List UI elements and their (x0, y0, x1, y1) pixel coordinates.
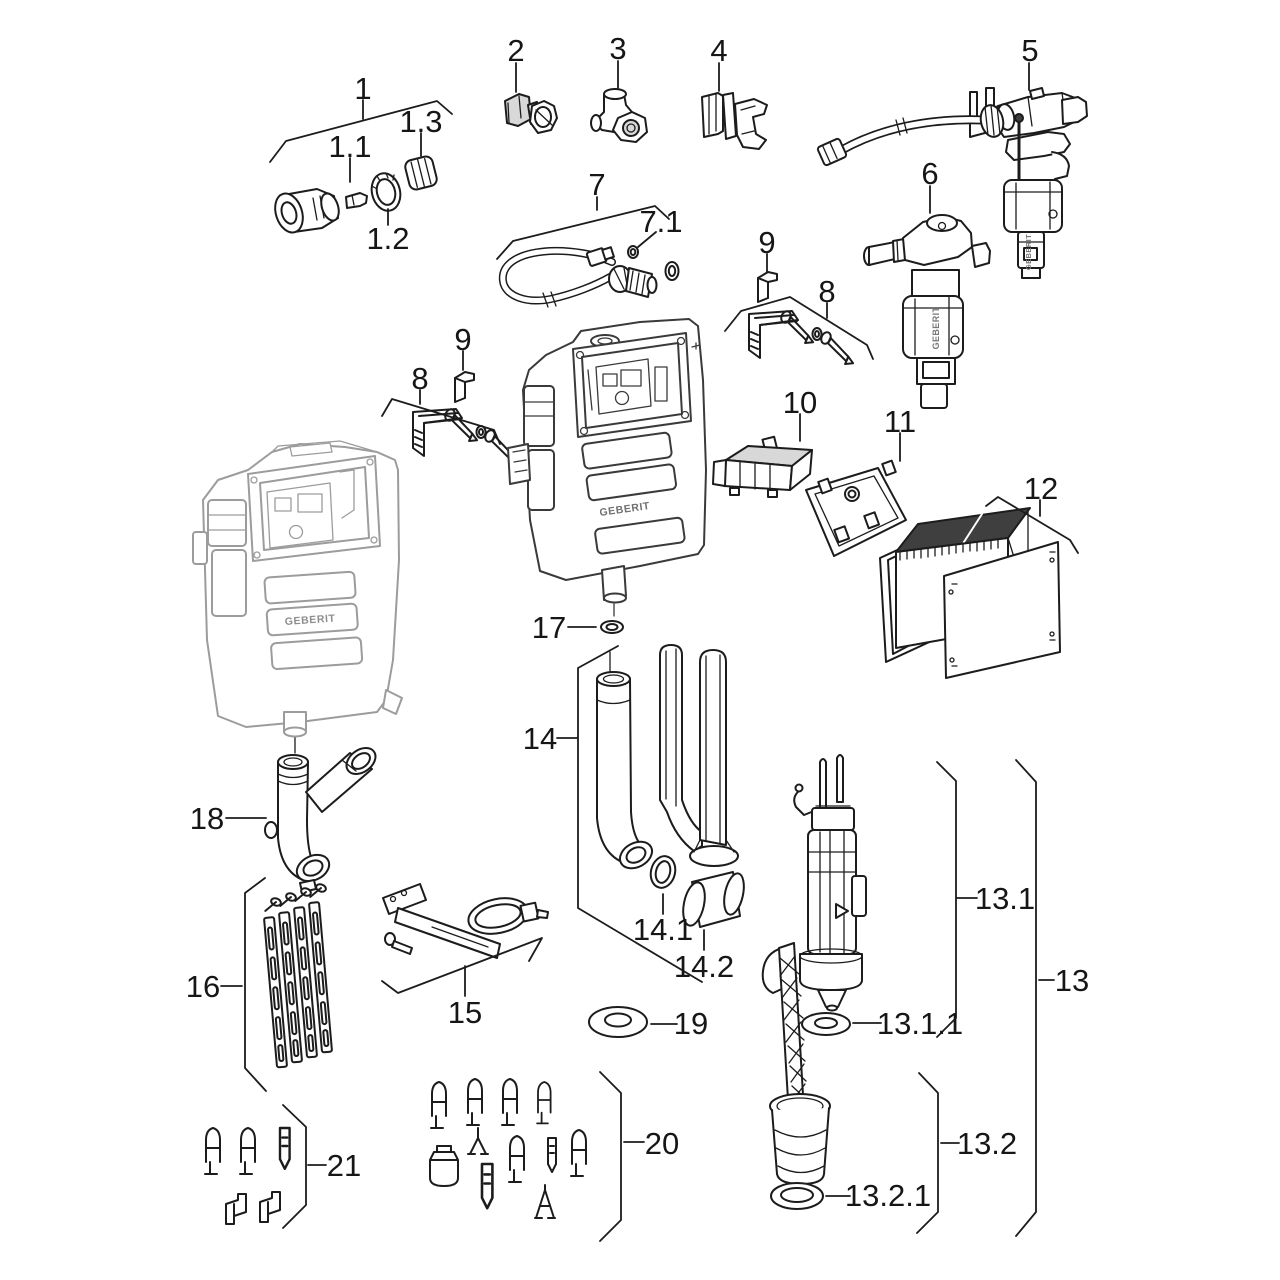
label-14: 14 (523, 721, 557, 756)
part-11-protection-plate (805, 459, 907, 557)
label-18: 18 (190, 801, 224, 836)
label-15: 15 (448, 995, 482, 1030)
part-20-adapter-set (429, 1078, 587, 1219)
callout-labels: 1 1.1 1.2 1.3 2 3 4 5 6 7 7.1 9 8 9 8 10… (186, 31, 1089, 1213)
part-19-seal-ring (588, 1006, 648, 1038)
label-13-2-1: 13.2.1 (845, 1178, 931, 1213)
part-8-fastening-set-right (749, 310, 860, 367)
bracket-20 (599, 1071, 622, 1242)
label-21: 21 (327, 1148, 361, 1183)
label-8b: 8 (411, 361, 428, 396)
bracket-16 (244, 877, 267, 1092)
bracket-1 (269, 100, 453, 163)
part-15-bracket-clamp-set (382, 883, 549, 959)
part-1-pushrod-set (274, 188, 340, 234)
part-10-lever-mechanism (712, 435, 813, 498)
label-7-1: 7.1 (639, 204, 682, 239)
label-4: 4 (710, 33, 727, 68)
part-9-clip-left (454, 371, 475, 403)
label-6: 6 (921, 156, 938, 191)
part-17-seal-ring (600, 620, 624, 634)
part-13-2-valve-basket (761, 942, 831, 1185)
part-9-clip-right (757, 271, 778, 303)
label-5: 5 (1021, 33, 1038, 68)
geberit-logo-left-tank: GEBERIT (284, 612, 336, 628)
label-1-2: 1.2 (366, 221, 409, 256)
part-1-2-ring (370, 172, 402, 212)
label-13-1-1: 13.1.1 (877, 1006, 963, 1041)
geberit-logo-valve-5: GEBERIT (1024, 234, 1033, 270)
cistern-tank-left (192, 440, 403, 738)
label-13-2: 13.2 (957, 1126, 1017, 1161)
bracket-13-2 (916, 1072, 939, 1234)
label-1-3: 1.3 (399, 104, 442, 139)
part-1-3-cap (404, 155, 438, 191)
leader-7-1 (637, 231, 657, 248)
label-2: 2 (507, 33, 524, 68)
part-14-flush-bend (596, 651, 654, 870)
label-9a: 9 (758, 225, 775, 260)
part-12-protection-box (879, 507, 1061, 679)
label-10: 10 (783, 385, 817, 420)
part-4-mounting-clip (701, 92, 768, 150)
part-13-2-1-seal (770, 1182, 824, 1210)
label-11: 11 (884, 404, 916, 439)
part-16-fastening-strips (263, 883, 334, 1069)
bracket-8a (724, 296, 874, 360)
bracket-8b (381, 398, 501, 445)
geberit-logo-valve-6: GEBERIT (931, 307, 941, 350)
part-6-fill-valve (863, 214, 991, 409)
cistern-tank-middle (507, 318, 707, 617)
part-2-connection-nipple (504, 93, 558, 134)
label-13: 13 (1055, 963, 1089, 998)
label-16: 16 (186, 969, 220, 1004)
part-3-angle-fitting (590, 88, 648, 143)
label-12: 12 (1024, 471, 1058, 506)
label-13-1: 13.1 (975, 881, 1035, 916)
part-13-1-flush-valve (793, 754, 867, 1012)
bracket-21 (282, 1104, 307, 1229)
label-19: 19 (674, 1006, 708, 1041)
bracket-14 (577, 645, 703, 983)
bracket-15 (381, 937, 543, 994)
part-13-1-1-seal (801, 1012, 851, 1036)
label-1-1: 1.1 (328, 129, 371, 164)
label-7: 7 (588, 167, 605, 202)
label-9b: 9 (454, 322, 471, 357)
label-14-2: 14.2 (674, 949, 734, 984)
part-14-cut-duct (659, 644, 739, 867)
part-14-2-sleeve (682, 871, 745, 928)
part-21-clip-set (204, 1126, 291, 1225)
part-7-flex-hose (498, 246, 658, 308)
part-5-fill-valve (816, 87, 1088, 279)
part-1-1-screw (345, 192, 368, 209)
bracket-7 (496, 205, 670, 260)
label-20: 20 (645, 1126, 679, 1161)
label-3: 3 (609, 31, 626, 66)
label-14-1: 14.1 (633, 912, 693, 947)
label-8a: 8 (818, 274, 835, 309)
part-7-1-seal-rings (627, 245, 680, 281)
callout-lines (220, 60, 1079, 1242)
bracket-13-1 (936, 761, 957, 1038)
bracket-13 (1015, 759, 1037, 1237)
part-18-y-connector (264, 736, 377, 893)
bracket-12 (985, 496, 1079, 554)
label-17: 17 (532, 610, 566, 645)
part-14-1-seal (649, 855, 677, 889)
label-1: 1 (354, 71, 371, 106)
